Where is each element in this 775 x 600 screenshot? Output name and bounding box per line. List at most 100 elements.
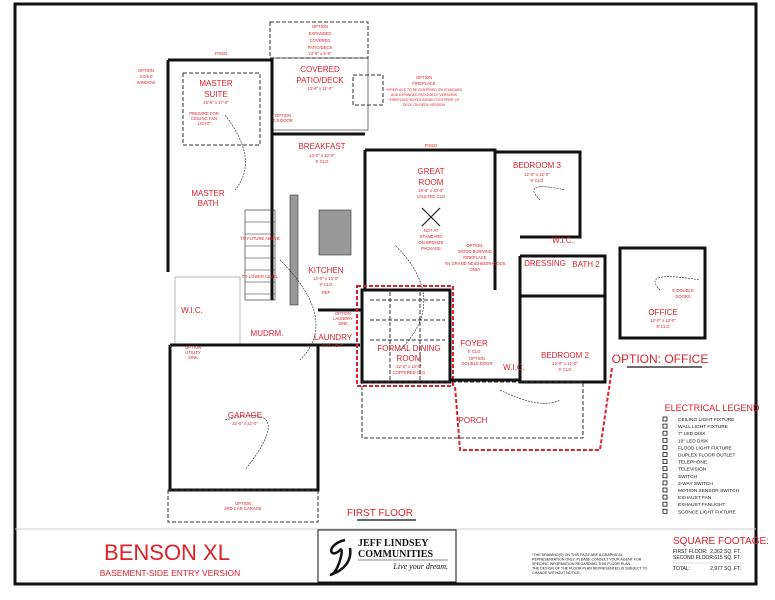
garage-dims: 22'-0" x 22'-0" xyxy=(232,421,258,426)
led-disk-10-icon xyxy=(662,437,668,443)
formal-dining-dims: 12'-0" x 13'-0" xyxy=(396,364,422,369)
note: OPTION xyxy=(335,311,351,316)
second-floor-label: SECOND FLOOR: xyxy=(673,555,714,561)
disclaimer-line: SPECIFIC INFORMATION REGARDING THIS FLOO… xyxy=(532,562,631,566)
dressing-label: DRESSING xyxy=(524,259,566,268)
disclaimer-line: THE DESIGN OF THE FLOOR PLAN REPRESENTED… xyxy=(532,567,648,571)
svg-text:COMMUNITIES: COMMUNITIES xyxy=(358,549,433,560)
office-walls xyxy=(618,246,707,340)
note: OPTION xyxy=(416,75,432,80)
telephone-icon xyxy=(662,459,668,465)
legend-item-label: DUPLEX FLOOR OUTLET xyxy=(678,453,735,459)
porch-label: PORCH xyxy=(459,416,488,425)
kitchen-label: KITCHEN xyxy=(308,266,343,275)
square-footage: SQUARE FOOTAGE: FIRST FLOOR: 2,362 SQ. F… xyxy=(673,536,769,572)
total-label: TOTAL: xyxy=(673,566,690,572)
wic3-label: W.I.C. xyxy=(552,236,574,245)
laundry-label: LAUNDRY xyxy=(314,333,353,342)
legend-title: ELECTRICAL LEGEND xyxy=(665,403,760,413)
switch-icon xyxy=(662,473,668,479)
note: FIREPLACE xyxy=(463,255,486,260)
legend-item-label: CEILING LIGHT FIXTURE xyxy=(678,417,734,423)
note: ONLY xyxy=(469,267,480,272)
porch-outline xyxy=(361,381,584,439)
kitchen-island xyxy=(318,209,352,256)
stairs-up-label: TO FUTURE ABOVE xyxy=(240,236,279,241)
sheet-border xyxy=(13,2,758,586)
note: OPTION: xyxy=(466,243,483,248)
disclaimer: *THE DRAWING(S) ON THIS PAGE ARE A GRAPH… xyxy=(532,553,648,575)
note: OPTION xyxy=(312,24,328,29)
note: CEILING FAN xyxy=(191,116,217,121)
note: LAUNDRY xyxy=(333,316,353,321)
garage-label: GARAGE xyxy=(228,411,262,420)
disclaimer-line: REPRESENTATION ONLY. PLEASE CONSULT YOUR… xyxy=(532,558,642,562)
note: OPTION xyxy=(138,68,154,73)
breakfast-ceiling: 9' CLG xyxy=(316,159,329,164)
bedroom3-walls xyxy=(495,150,582,239)
bedroom2-ceiling: 9' CLG xyxy=(559,367,572,372)
formal-dining-label: FORMAL DINING xyxy=(377,344,440,353)
third-car-garage-outline xyxy=(167,489,319,523)
covered-patio-label-2: PATIO/DECK xyxy=(296,76,344,85)
note: 3.0 DOOR xyxy=(273,118,293,123)
master-suite-label-2: SUITE xyxy=(204,90,228,99)
note: WINDOW xyxy=(137,80,155,85)
plan-title: BENSON XL xyxy=(104,540,230,565)
covered-patio-dims: 13'-6" x 11'-0" xyxy=(307,86,333,91)
kitchen-ceiling: 9' CLG xyxy=(320,282,333,287)
note: SINK xyxy=(188,355,198,360)
office-dims: 12'-0" x 13'-0" xyxy=(650,318,676,323)
note: WOOD BURNING xyxy=(458,249,492,254)
three-way-switch-icon xyxy=(662,480,668,486)
note: 13'-6" x 5'-0" xyxy=(308,51,332,56)
exhaust-fanlight-icon xyxy=(662,501,668,507)
wall-light-icon xyxy=(662,423,668,429)
note: *IN GRAND NEIGHBORHOODS xyxy=(445,261,506,266)
breakfast-dims: 13'-0" x 10'-0" xyxy=(309,153,335,158)
legend-item-label: FLOOD LIGHT FIXTURE xyxy=(678,445,732,451)
fireplace-option-outline xyxy=(352,74,384,106)
floor-plan xyxy=(166,21,707,523)
legend-item-label: SWITCH xyxy=(678,474,697,480)
switch-wiring xyxy=(224,114,701,471)
note: SINK xyxy=(338,321,348,326)
note: PATIO/DECK xyxy=(308,45,333,50)
note: DECK ON DECK VERSION xyxy=(403,103,446,107)
note: UTILITY xyxy=(185,350,201,355)
ceiling-light-icon xyxy=(662,416,668,422)
dining-option-outline xyxy=(356,285,454,387)
legend-item-label: 3-WAY SWITCH xyxy=(678,481,713,487)
note: 5' DOUBLE xyxy=(672,288,694,293)
note: LIGHT xyxy=(198,121,211,126)
note: PACKAGE xyxy=(421,246,441,251)
exhaust-fan-icon xyxy=(662,494,668,500)
note: *FIREPLACE BOXES INSIDE FOOTPRINT OF xyxy=(388,98,459,102)
plan-subtitle: BASEMENT-SIDE ENTRY VERSION xyxy=(100,568,240,578)
note: EXPANDED xyxy=(309,31,332,36)
legend-item-label: 10" LED DISK xyxy=(678,438,709,444)
legend-item-label: 7" LED DISK xyxy=(678,431,706,437)
legend-item-label: EXHAUST FAN xyxy=(678,495,712,501)
option-office-label: OPTION: OFFICE xyxy=(612,352,709,366)
formal-dining-label-2: ROOM xyxy=(397,354,422,363)
laundry-dims: 6'-0" x 8'-0" xyxy=(322,343,344,348)
legend-item-label: WALL LIGHT FIXTURE xyxy=(678,424,728,430)
refrigerator-label: REF xyxy=(322,290,331,295)
office-label: OFFICE xyxy=(648,308,677,317)
master-wic-walls xyxy=(174,276,241,346)
note: 3RD CAR GARAGE xyxy=(224,506,262,511)
note: DOORS xyxy=(675,294,691,299)
floor-label: FIRST FLOOR xyxy=(347,508,413,519)
television-icon xyxy=(662,466,668,472)
note: ON BRONZE xyxy=(419,240,444,245)
kitchen-dims: 13'-0" x 15'-0" xyxy=(313,276,339,281)
electrical-legend: ELECTRICAL LEGEND CEILING LIGHT FIXTUREW… xyxy=(662,403,760,515)
disclaimer-line: CHANGE WITHOUT NOTICE. xyxy=(532,571,581,575)
great-room-label: GREAT xyxy=(418,167,445,176)
first-floor-label: FIRST FLOOR: xyxy=(673,549,707,555)
mudroom-label: MUDRM. xyxy=(251,329,284,338)
total-value: 2,977 SQ. FT. xyxy=(710,566,741,572)
legend-item-label: SCONCE LIGHT FIXTURE xyxy=(678,509,736,515)
note: STANDARD xyxy=(420,234,443,239)
